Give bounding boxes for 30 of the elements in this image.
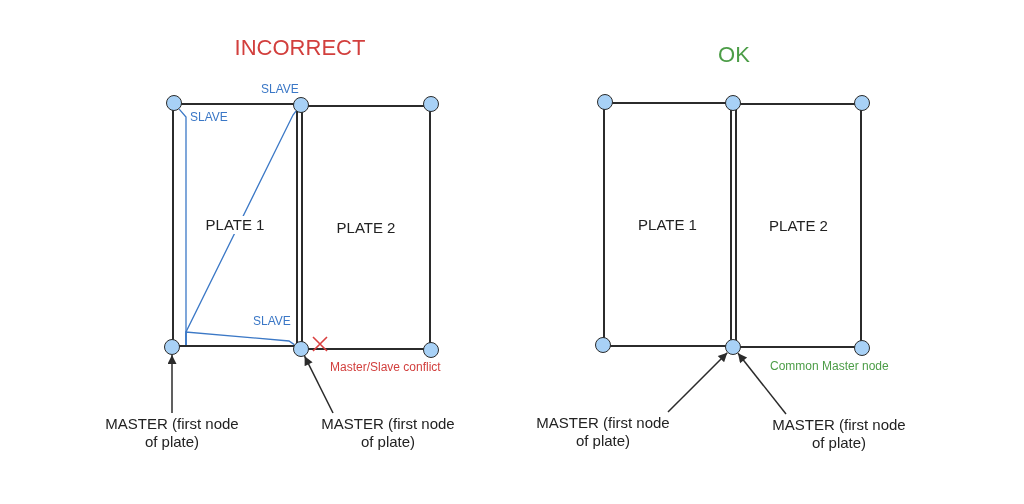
slave-link-line: [185, 331, 295, 346]
plate-rectangle: [735, 103, 862, 348]
leader-arrow: [167, 354, 177, 414]
node-dot-icon: [166, 95, 182, 111]
node-dot-icon: [725, 339, 741, 355]
plate-label: PLATE 1: [205, 216, 265, 234]
leader-arrow: [667, 351, 729, 413]
panel-heading: OK: [718, 42, 750, 68]
node-dot-icon: [423, 342, 439, 358]
leader-arrow: [737, 352, 787, 415]
node-dot-icon: [725, 95, 741, 111]
slave-label: SLAVE: [261, 82, 299, 96]
node-dot-icon: [597, 94, 613, 110]
node-dot-icon: [423, 96, 439, 112]
node-dot-icon: [293, 97, 309, 113]
annotation-text: MASTER (first node of plate): [533, 414, 673, 450]
leader-arrow: [303, 355, 334, 414]
slave-label: SLAVE: [190, 110, 228, 124]
node-dot-icon: [164, 339, 180, 355]
master-node-note: Common Master node: [770, 359, 889, 373]
node-dot-icon: [854, 340, 870, 356]
annotation-text: MASTER (first node of plate): [102, 415, 242, 451]
panel-heading: INCORRECT: [234, 35, 366, 61]
annotation-text: MASTER (first node of plate): [769, 416, 909, 452]
node-dot-icon: [854, 95, 870, 111]
conflict-note: Master/Slave conflict: [330, 360, 441, 374]
node-dot-icon: [595, 337, 611, 353]
node-dot-icon: [293, 341, 309, 357]
slave-label: SLAVE: [253, 314, 291, 328]
annotation-text: MASTER (first node of plate): [318, 415, 458, 451]
